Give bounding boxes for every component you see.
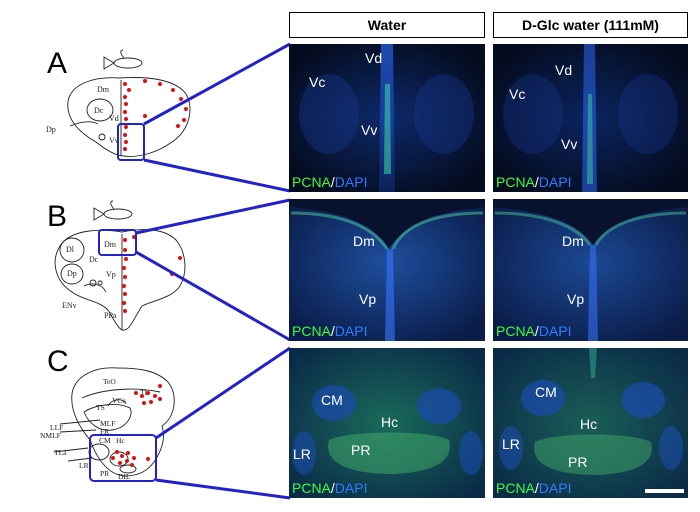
micro-label-vp: Vp bbox=[567, 291, 585, 307]
label-lr-c: LR bbox=[79, 461, 89, 470]
roi-box-a bbox=[117, 123, 145, 161]
roi-box-c bbox=[89, 434, 157, 482]
label-mlf-c: MLF bbox=[100, 419, 115, 428]
label-vd-a: Vd bbox=[109, 114, 119, 123]
scale-bar bbox=[645, 489, 684, 493]
label-llf-c: LLF bbox=[50, 423, 63, 432]
label-vv-a: Vv bbox=[109, 136, 119, 145]
header-dglc-water: D-Glc water (111mM) bbox=[493, 12, 688, 38]
pcna-dots-c bbox=[111, 384, 162, 467]
micro-label-dm: Dm bbox=[562, 233, 584, 249]
panel-letter-b: B bbox=[47, 200, 68, 233]
micrograph-b-dglc: Dm Vp PCNA/DAPI bbox=[493, 199, 688, 341]
connector-a-top bbox=[143, 42, 291, 126]
micrograph-a-dglc: Vd Vc Vv PCNA/DAPI bbox=[493, 44, 688, 192]
label-dm-a: Dm bbox=[97, 85, 110, 94]
label-dc-b: Dc bbox=[89, 255, 99, 264]
stain-label: PCNA/DAPI bbox=[496, 174, 572, 190]
roi-box-b bbox=[98, 229, 137, 256]
label-tl-c: TL bbox=[140, 388, 150, 397]
micrograph-texture bbox=[289, 44, 485, 192]
micrograph-c-water: CM Hc LR PR PCNA/DAPI bbox=[289, 348, 485, 498]
micro-label-lr: LR bbox=[293, 446, 311, 462]
micro-label-vv: Vv bbox=[361, 122, 378, 138]
brain-schematic-a bbox=[67, 49, 191, 157]
label-vce-c: VCe bbox=[112, 396, 126, 405]
micro-label-dm: Dm bbox=[353, 233, 375, 249]
micro-label-vc: Vc bbox=[509, 86, 526, 102]
label-ts-c: TS bbox=[96, 403, 105, 412]
label-teo-c: TeO bbox=[103, 377, 116, 386]
micro-label-hc: Hc bbox=[381, 414, 399, 430]
label-fr-c: FR bbox=[100, 427, 109, 436]
stain-label: PCNA/DAPI bbox=[496, 323, 572, 339]
micrograph-a-water: Vd Vc Vv PCNA/DAPI bbox=[289, 44, 485, 192]
label-dl-b: Dl bbox=[66, 245, 75, 254]
connector-b-top bbox=[135, 198, 291, 235]
brain-schematic-c bbox=[53, 367, 175, 477]
pcna-dots-a bbox=[123, 79, 188, 151]
stain-label: PCNA/DAPI bbox=[292, 323, 368, 339]
micro-label-pr: PR bbox=[351, 442, 371, 458]
micro-label-vd: Vd bbox=[555, 62, 573, 78]
micro-label-lr: LR bbox=[502, 436, 520, 452]
micrograph-texture bbox=[289, 348, 485, 498]
label-dp-b: Dp bbox=[67, 269, 77, 278]
label-nmlf-c: NMLF bbox=[40, 431, 61, 440]
region-labels-c: TeO TL VCe TS MLF LLF NMLF FR CM Hc TLa … bbox=[40, 377, 150, 481]
label-env-b: ENv bbox=[62, 301, 77, 310]
region-labels-a: Dm Dc Dp Vd Vv bbox=[46, 85, 119, 145]
label-vp-b: Vp bbox=[106, 270, 116, 279]
micro-label-vc: Vc bbox=[309, 74, 326, 90]
label-tla-c: TLa bbox=[54, 448, 67, 457]
micro-label-cm: CM bbox=[535, 384, 557, 400]
stain-label: PCNA/DAPI bbox=[292, 480, 368, 496]
label-dp-a: Dp bbox=[46, 125, 56, 134]
connector-a-bottom bbox=[143, 158, 291, 193]
micro-label-cm: CM bbox=[321, 392, 343, 408]
panel-letter-c: C bbox=[47, 345, 69, 378]
connector-b-bottom bbox=[135, 250, 291, 342]
label-hc-c: Hc bbox=[116, 436, 125, 445]
panel-letter-a: A bbox=[47, 47, 68, 80]
label-dm-b: Dm bbox=[104, 240, 117, 249]
label-ppa-b: PPa bbox=[104, 311, 117, 320]
micrograph-texture bbox=[493, 44, 688, 192]
micro-label-pr: PR bbox=[568, 454, 588, 470]
micrograph-b-water: Dm Vp PCNA/DAPI bbox=[289, 199, 485, 341]
micro-label-vv: Vv bbox=[561, 136, 578, 152]
label-dc-a: Dc bbox=[94, 106, 104, 115]
header-water: Water bbox=[289, 12, 485, 38]
region-labels-b: Dl Dm Dc Dp Vp ENv PPa bbox=[62, 240, 117, 320]
label-pr-c: PR bbox=[100, 469, 109, 478]
brain-schematic-b bbox=[54, 200, 186, 331]
label-dil-c: DIL bbox=[118, 472, 131, 481]
micro-label-vd: Vd bbox=[365, 50, 383, 66]
stain-label: PCNA/DAPI bbox=[496, 480, 572, 496]
stain-label: PCNA/DAPI bbox=[292, 174, 368, 190]
micrograph-c-dglc: CM Hc LR PR PCNA/DAPI bbox=[493, 348, 688, 498]
connector-c-top bbox=[155, 346, 291, 440]
micrograph-texture bbox=[493, 199, 688, 341]
label-cm-c: CM bbox=[99, 436, 111, 445]
micrograph-texture bbox=[493, 348, 688, 498]
micro-label-vp: Vp bbox=[359, 291, 377, 307]
connector-c-bottom bbox=[155, 478, 291, 500]
micro-label-hc: Hc bbox=[580, 416, 598, 432]
micrograph-texture bbox=[289, 199, 485, 341]
